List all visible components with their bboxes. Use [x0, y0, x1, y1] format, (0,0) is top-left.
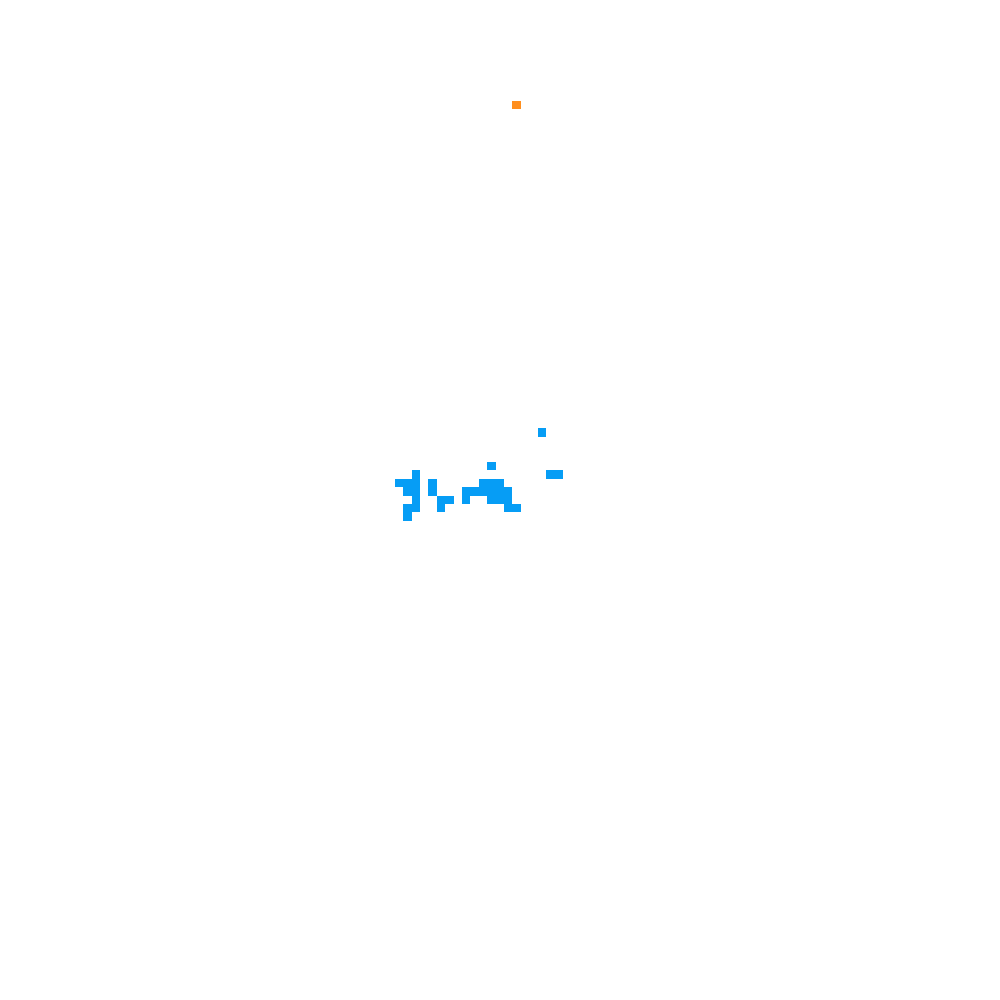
water-cell — [436, 504, 446, 513]
water-cell — [403, 512, 412, 521]
water-cell — [537, 428, 546, 437]
water-cell — [403, 487, 412, 496]
water-cell — [411, 487, 420, 496]
water-cell — [436, 495, 446, 504]
water-cell — [487, 487, 496, 496]
water-cell — [411, 504, 420, 513]
water-cell — [445, 495, 454, 504]
water-cell — [462, 495, 471, 504]
water-cell — [428, 478, 437, 488]
water-cell — [470, 487, 479, 496]
water-cell — [546, 470, 555, 479]
water-cell — [504, 495, 513, 504]
water-cell — [512, 504, 521, 513]
water-cell — [495, 478, 504, 488]
water-cell — [554, 470, 563, 479]
water-cell — [495, 495, 504, 504]
water-cell — [462, 487, 471, 496]
water-cell — [411, 495, 420, 504]
water-cell — [394, 478, 404, 488]
water-cell — [487, 495, 496, 504]
water-cell — [428, 487, 437, 496]
water-cell — [478, 487, 488, 496]
water-cell — [411, 478, 420, 488]
water-cell — [403, 478, 412, 488]
water-cell — [487, 462, 496, 471]
water-cell — [411, 470, 420, 479]
water-cell — [487, 478, 496, 488]
marker-cell — [512, 100, 521, 110]
water-cell — [504, 487, 513, 496]
water-cell — [504, 504, 513, 513]
water-cell — [478, 478, 488, 488]
water-cell — [403, 504, 412, 513]
water-cell — [495, 487, 504, 496]
